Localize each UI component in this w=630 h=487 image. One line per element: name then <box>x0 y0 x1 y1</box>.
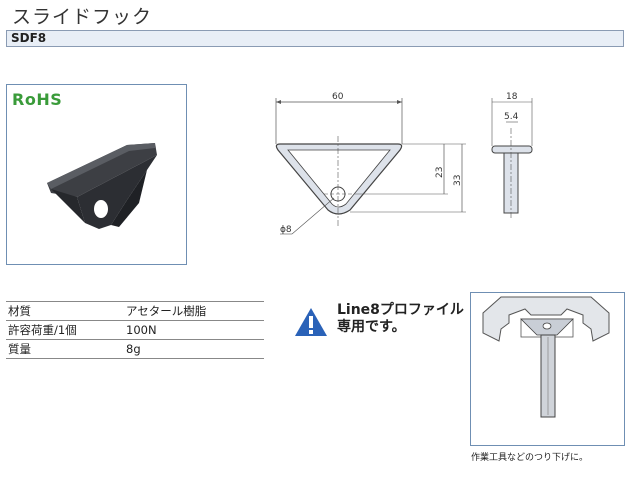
spec-key: 許容荷重/1個 <box>8 323 77 337</box>
product-photo <box>47 143 157 229</box>
notice-text: Line8プロファイル 専用です。 <box>337 302 464 336</box>
spec-value: アセタール樹脂 <box>126 304 207 318</box>
page-title: スライドフック <box>12 6 153 28</box>
notice-line-1: Line8プロファイル <box>337 302 464 318</box>
notice-line-2: 専用です。 <box>337 319 406 335</box>
dim-side-width: 18 <box>506 92 518 102</box>
product-code-bar: SDF8 <box>6 30 624 47</box>
dim-slot: 5.4 <box>504 112 519 122</box>
usage-illustration-box <box>470 292 625 446</box>
rohs-badge: RoHS <box>12 90 63 109</box>
dim-height-33: 33 <box>453 175 463 186</box>
product-photo-box: RoHS <box>6 84 187 265</box>
warning-icon <box>295 308 327 336</box>
front-view-drawing: 60 23 33 ϕ8 <box>275 92 466 235</box>
spec-row: 質量 8g <box>6 340 264 359</box>
spec-row: 許容荷重/1個 100N <box>6 321 264 340</box>
side-view-drawing: 18 5.4 <box>491 92 533 220</box>
spec-key: 質量 <box>8 342 31 356</box>
spec-value: 100N <box>126 323 157 337</box>
dim-hole: ϕ8 <box>280 225 292 235</box>
spec-value: 8g <box>126 342 141 356</box>
spec-row: 材質 アセタール樹脂 <box>6 301 264 321</box>
usage-caption: 作業工具などのつり下げに。 <box>471 453 589 463</box>
spec-key: 材質 <box>8 304 31 318</box>
dim-height-23: 23 <box>435 167 445 178</box>
product-code: SDF8 <box>11 31 47 45</box>
spec-table: 材質 アセタール樹脂 許容荷重/1個 100N 質量 8g <box>6 301 264 359</box>
usage-illustration <box>482 296 610 418</box>
dim-width: 60 <box>332 92 344 102</box>
